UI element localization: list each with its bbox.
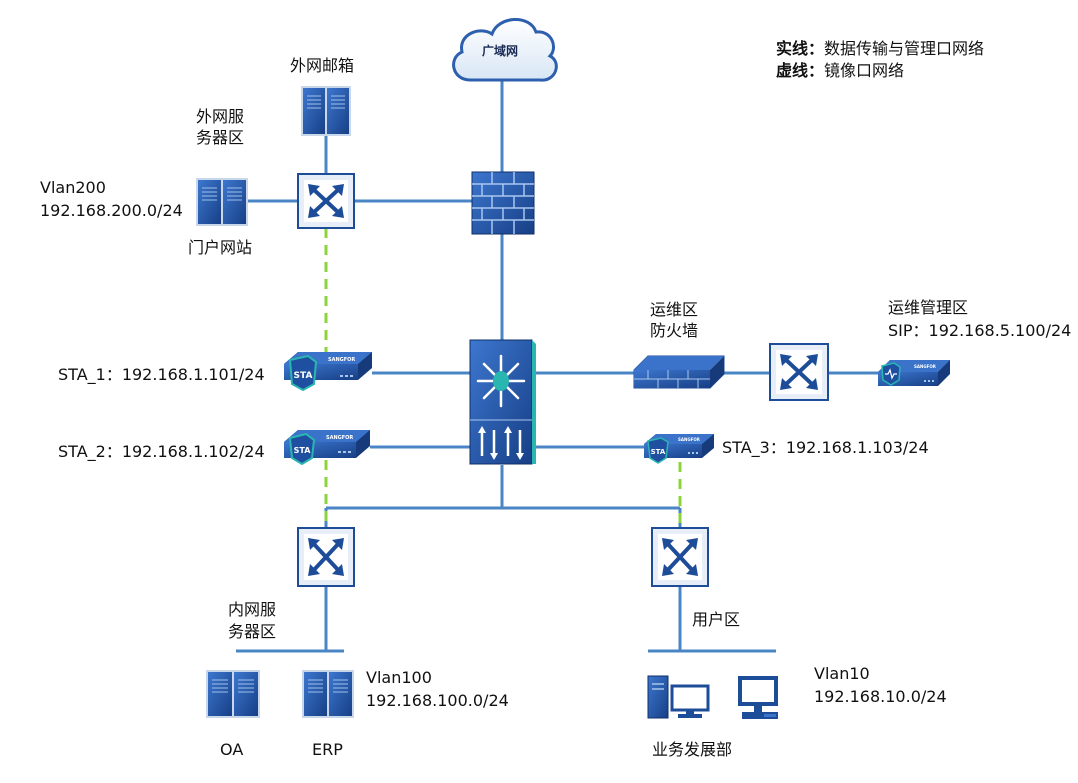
sta2-address-label: STA_2：192.168.1.102/24 — [58, 442, 265, 461]
legend-dashed-key: 虚线： — [776, 61, 825, 80]
ops-firewall-icon — [633, 355, 725, 389]
monitor-pc-icon — [738, 676, 778, 719]
wan-cloud-label: 广域网 — [482, 43, 518, 58]
ext-server-zone-label-line2: 务器区 — [196, 128, 245, 147]
oa-label: OA — [220, 740, 244, 759]
portal-label: 门户网站 — [188, 238, 253, 257]
sta1-vendor-label: SANGFOR — [328, 357, 355, 363]
sta3-badge: STA — [651, 448, 666, 456]
sta1-appliance-icon: SANGFOR STA — [284, 352, 372, 392]
sta2-vendor-label: SANGFOR — [326, 435, 353, 441]
legend-dashed-desc: 镜像口网络 — [824, 61, 905, 80]
user-switch-icon — [651, 527, 709, 587]
business-dept-label: 业务发展部 — [652, 740, 733, 759]
legend-solid-desc: 数据传输与管理口网络 — [824, 39, 985, 58]
legend-solid-row: 实线：数据传输与管理口网络 — [776, 38, 984, 60]
internal-switch-icon — [297, 527, 355, 587]
desktop-pc-icon — [647, 675, 710, 719]
sta2-appliance-icon: SANGFOR STA — [284, 430, 370, 466]
sip-vendor-label: SANGFOR — [914, 364, 936, 369]
solid-links — [236, 80, 880, 653]
legend-dashed-row: 虚线：镜像口网络 — [776, 60, 984, 82]
sta1-badge: STA — [294, 371, 313, 381]
wan-cloud-icon: 广域网 — [452, 18, 558, 82]
user-zone-label: 用户区 — [692, 610, 741, 629]
ext-mail-server-icon — [301, 86, 351, 136]
ops-firewall-label-line1: 运维区 — [650, 300, 699, 319]
vlan100-subnet-label: 192.168.100.0/24 — [366, 691, 509, 710]
vlan10-subnet-label: 192.168.10.0/24 — [814, 687, 947, 706]
vlan200-label: Vlan200 — [40, 178, 106, 197]
perimeter-firewall-icon — [471, 171, 535, 235]
sta3-appliance-icon: SANGFOR STA — [644, 434, 714, 464]
vlan200-subnet-label: 192.168.200.0/24 — [40, 201, 183, 220]
sta3-vendor-label: SANGFOR — [678, 437, 700, 442]
core-switch-icon — [469, 339, 536, 465]
sta1-address-label: STA_1：192.168.1.101/24 — [58, 365, 265, 384]
legend-solid-key: 实线： — [776, 39, 825, 58]
int-server-zone-label-line2: 务器区 — [228, 622, 277, 641]
sta2-badge: STA — [294, 446, 312, 455]
dashed-links — [324, 228, 682, 528]
portal-server-icon — [196, 178, 248, 226]
erp-label: ERP — [312, 740, 343, 759]
line-legend: 实线：数据传输与管理口网络 虚线：镜像口网络 — [776, 38, 984, 82]
sip-appliance-icon: SANGFOR — [878, 360, 950, 386]
vlan10-label: Vlan10 — [814, 664, 870, 683]
ops-firewall-label-line2: 防火墙 — [650, 321, 699, 340]
oa-server-icon — [206, 670, 260, 718]
int-server-zone-label-line1: 内网服 — [228, 600, 277, 619]
ext-switch-icon — [297, 173, 355, 229]
ext-mail-label: 外网邮箱 — [290, 56, 355, 75]
vlan100-label: Vlan100 — [366, 668, 432, 687]
ops-mgmt-zone-label: 运维管理区 — [888, 298, 969, 317]
erp-server-icon — [302, 670, 354, 718]
ops-switch-icon — [769, 343, 829, 401]
ext-server-zone-label-line1: 外网服 — [196, 107, 245, 126]
sta3-address-label: STA_3：192.168.1.103/24 — [722, 438, 929, 457]
sip-address-label: SIP：192.168.5.100/24 — [888, 321, 1072, 340]
